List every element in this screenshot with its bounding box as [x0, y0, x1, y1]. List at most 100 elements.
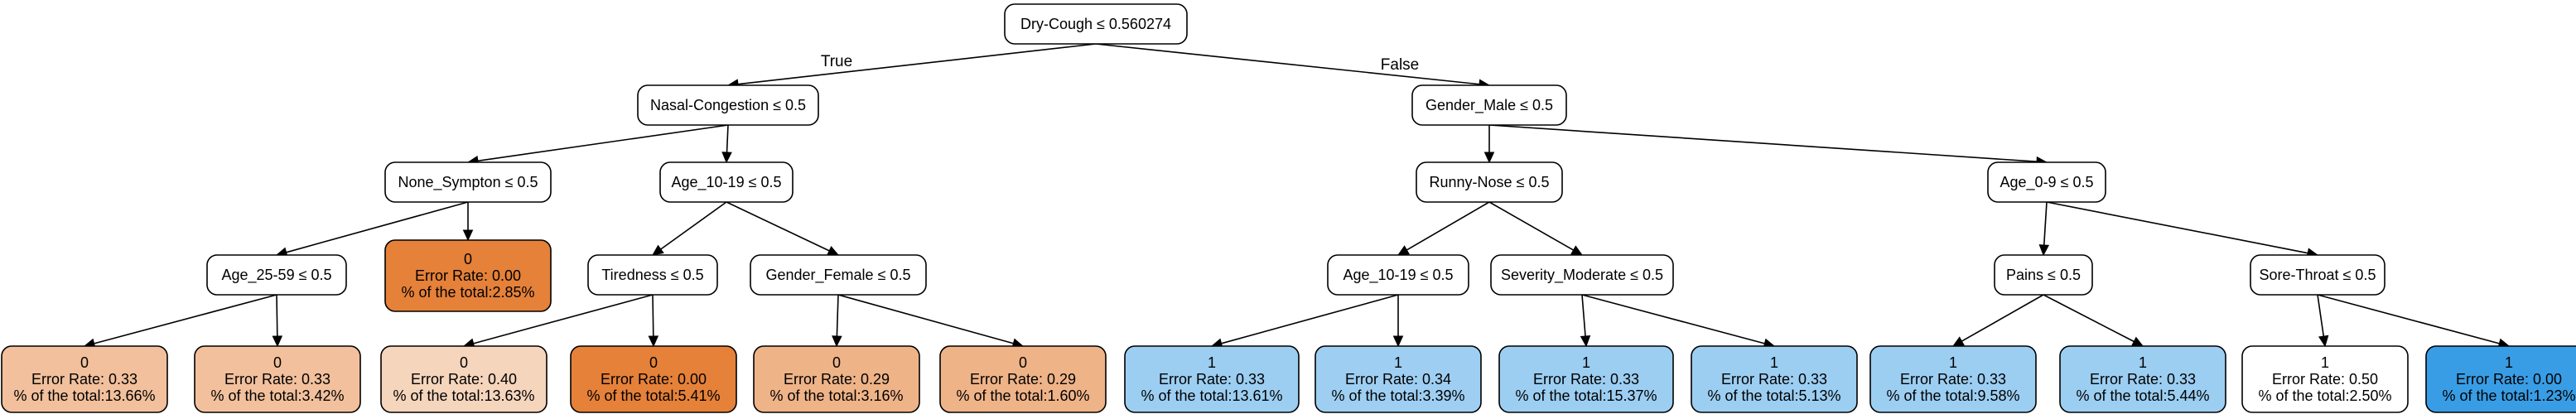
split-node: Nasal-Congestion ≤ 0.5: [637, 84, 819, 126]
arrow-head-icon: [272, 335, 283, 348]
tree-edge: [1581, 294, 1776, 349]
arrow-head-icon: [2131, 336, 2144, 347]
tree-edge: [2317, 294, 2329, 348]
split-node: Age_10-19 ≤ 0.5: [659, 161, 794, 203]
tree-edge: True: [726, 43, 1097, 89]
split-node: Severity_Moderate ≤ 0.5: [1490, 254, 1674, 296]
edge-line: [1221, 294, 1399, 344]
edge-line: [726, 124, 729, 153]
node-box: [206, 254, 347, 296]
node-error-rate: Error Rate: 0.00: [415, 267, 521, 284]
node-box: [2250, 254, 2385, 296]
node-label: Dry-Cough ≤ 0.560274: [1020, 16, 1171, 32]
edge-line: [2046, 201, 2308, 254]
node-error-rate: Error Rate: 0.33: [1900, 371, 2006, 388]
node-label: Sore-Throat ≤ 0.5: [2260, 267, 2376, 283]
node-class-label: 1: [1394, 354, 1402, 371]
node-box: [659, 161, 794, 203]
node-label: Gender_Male ≤ 0.5: [1425, 97, 1553, 114]
tree-edge: [832, 294, 842, 348]
tree-edge: [1951, 294, 2044, 347]
edge-label: False: [1381, 56, 1419, 74]
node-total-percent: % of the total:3.16%: [769, 388, 903, 404]
split-node: Runny-Nose ≤ 0.5: [1416, 161, 1563, 203]
tree-edge: [1392, 295, 1404, 348]
node-box: [384, 239, 552, 312]
arrow-head-icon: [1951, 336, 1965, 347]
node-box: [1, 345, 168, 413]
tree-edge: [466, 124, 729, 166]
node-class-label: 1: [2139, 354, 2147, 371]
node-box: [380, 345, 548, 413]
node-error-rate: Error Rate: 0.34: [1345, 371, 1451, 388]
node-total-percent: % of the total:2.50%: [2258, 388, 2391, 404]
tree-edge: [83, 294, 277, 349]
arrow-head-icon: [1483, 152, 1495, 164]
node-total-percent: % of the total:3.39%: [1331, 388, 1464, 404]
node-total-percent: % of the total:5.41%: [586, 388, 720, 404]
split-node: Age_0-9 ≤ 0.5: [1987, 161, 2106, 203]
node-total-percent: % of the total:2.85%: [401, 284, 534, 301]
arrow-head-icon: [462, 229, 474, 242]
node-error-rate: Error Rate: 0.00: [2456, 371, 2562, 388]
node-box: [1987, 161, 2106, 203]
arrow-head-icon: [1580, 335, 1591, 348]
node-total-percent: % of the total:13.63%: [393, 388, 534, 404]
edge-line: [94, 294, 277, 344]
split-node: Pains ≤ 0.5: [1994, 254, 2093, 296]
node-class-label: 0: [464, 251, 472, 267]
node-total-percent: % of the total:13.61%: [1141, 388, 1282, 404]
node-class-label: 1: [1582, 354, 1590, 371]
node-error-rate: Error Rate: 0.33: [31, 371, 137, 388]
node-class-label: 0: [1019, 354, 1027, 371]
node-box: [637, 84, 819, 126]
edge-line: [1581, 294, 1586, 337]
node-box: [750, 254, 927, 296]
node-box: [1490, 254, 1674, 296]
node-box: [1498, 345, 1674, 413]
node-box: [1315, 345, 1482, 413]
node-label: Nasal-Congestion ≤ 0.5: [650, 97, 806, 113]
node-total-percent: % of the total:13.66%: [13, 388, 155, 404]
node-label: Tiredness ≤ 0.5: [601, 267, 703, 283]
node-box: [939, 345, 1107, 413]
edge-line: [652, 294, 654, 337]
edge-line: [286, 201, 469, 253]
split-node: Age_10-19 ≤ 0.5: [1327, 254, 1469, 296]
tree-edge: [2038, 201, 2050, 257]
node-box: [1411, 84, 1567, 126]
tree-edge: False: [1095, 43, 1491, 89]
node-error-rate: Error Rate: 0.33: [1159, 371, 1265, 388]
tree-edge: [1580, 294, 1591, 348]
tree-edge: [272, 294, 283, 348]
split-node: Age_25-59 ≤ 0.5: [206, 254, 347, 296]
node-label: Pains ≤ 0.5: [2006, 267, 2081, 283]
tree-edge: [1483, 125, 1495, 164]
arrow-head-icon: [832, 335, 842, 348]
edge-line: [1581, 294, 1765, 344]
node-class-label: 0: [273, 354, 282, 371]
node-error-rate: Error Rate: 0.40: [411, 371, 517, 388]
node-error-rate: Error Rate: 0.29: [784, 371, 890, 388]
split-node: Sore-Throat ≤ 0.5: [2250, 254, 2385, 296]
node-label: Age_25-59 ≤ 0.5: [222, 267, 332, 284]
node-box: [1004, 3, 1188, 45]
node-error-rate: Error Rate: 0.33: [1721, 371, 1827, 388]
node-total-percent: % of the total:5.13%: [1707, 388, 1840, 404]
tree-edge: [1488, 124, 2048, 167]
node-total-percent: % of the total:5.44%: [2076, 388, 2209, 404]
node-box: [1327, 254, 1469, 296]
edge-line: [1095, 43, 1480, 85]
